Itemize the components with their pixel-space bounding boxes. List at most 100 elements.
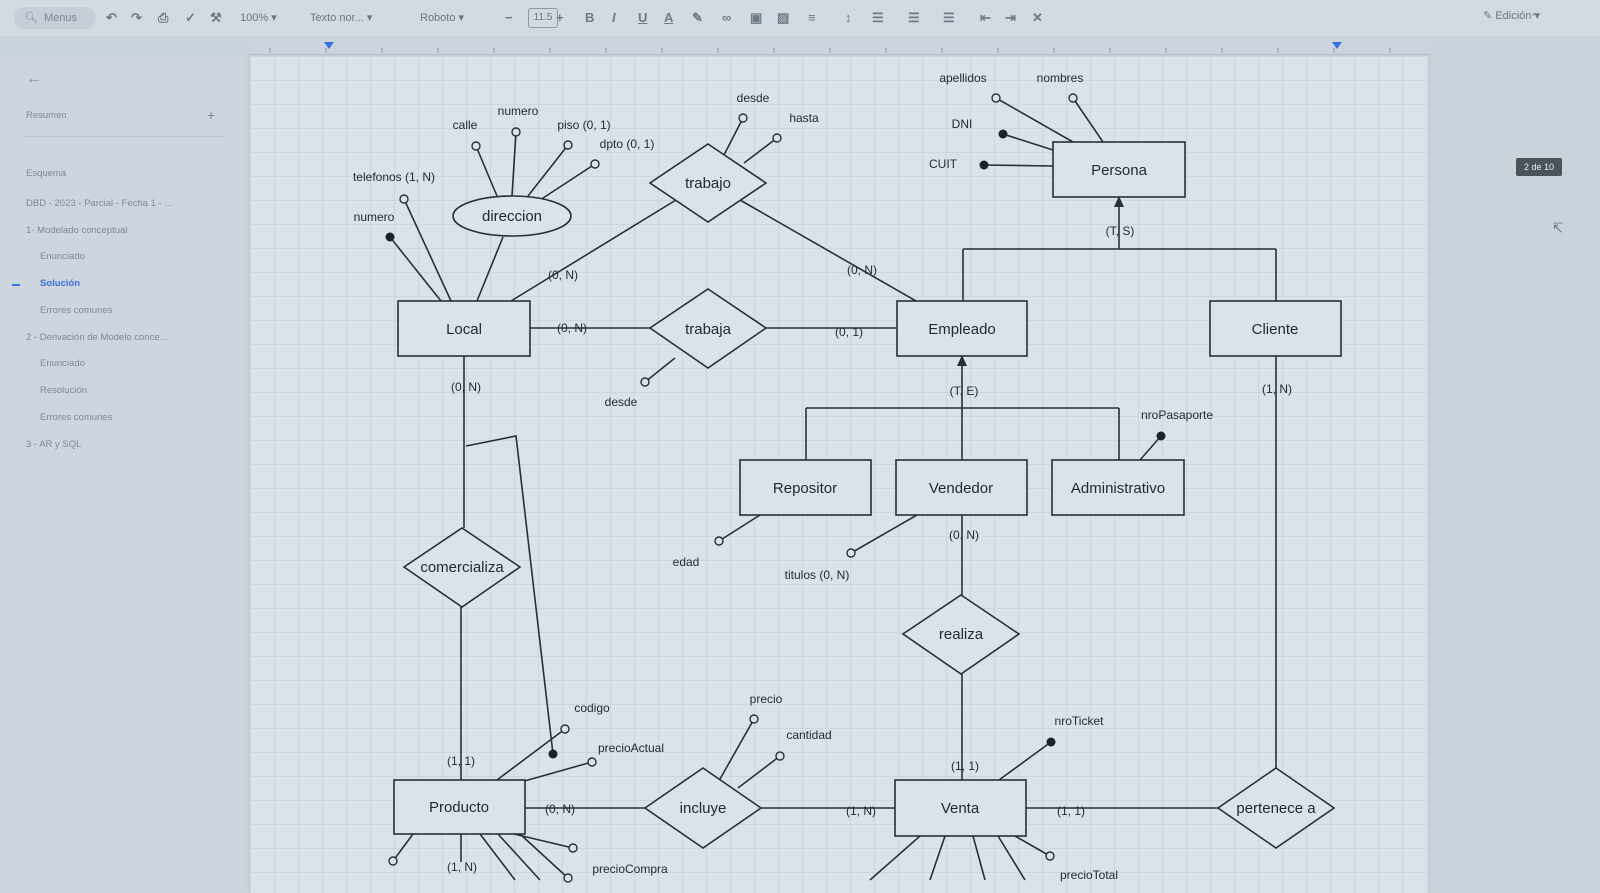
outline-item[interactable]: 2 - Derivación de Modelo conce...	[26, 332, 168, 343]
hierarchy-arrow-icon	[1114, 196, 1124, 207]
bold-icon[interactable]: B	[585, 10, 595, 25]
cardinality-label: (1, N)	[447, 860, 477, 874]
decrease-font-icon[interactable]: −	[505, 10, 513, 25]
pencil-icon: ✎	[1483, 10, 1493, 22]
highlight-icon[interactable]: ✎	[692, 10, 703, 25]
attribute-codigo: codigo	[574, 701, 610, 715]
style-value: Texto nor...	[310, 12, 364, 24]
relationship-pertenece-a: pertenece a	[1236, 800, 1316, 817]
right-indent-marker[interactable]	[1332, 42, 1342, 49]
link-icon[interactable]: ∞	[722, 10, 732, 25]
line-spacing-icon[interactable]: ↕	[845, 10, 852, 25]
numbered-list-icon[interactable]: ☰	[943, 10, 955, 25]
attribute-dpto: dpto (0, 1)	[600, 137, 655, 151]
summary-heading: Resumen	[26, 110, 67, 121]
redo-icon[interactable]: ↷	[131, 10, 142, 25]
outline-item[interactable]: Errores comunes	[40, 412, 113, 423]
increase-font-icon[interactable]: +	[556, 10, 564, 25]
align-icon[interactable]: ≡	[808, 10, 816, 25]
bullet-list-icon[interactable]: ☰	[908, 10, 920, 25]
outline-item-active[interactable]: Solución	[40, 278, 81, 289]
attribute-edad: edad	[673, 555, 700, 569]
spellcheck-icon[interactable]: ✓	[185, 10, 196, 25]
divider	[24, 136, 224, 137]
relationship-realiza: realiza	[939, 626, 984, 643]
undo-icon[interactable]: ↶	[106, 10, 117, 25]
attribute-nombres: nombres	[1037, 71, 1084, 85]
document-page[interactable]: Persona Local Empleado Cliente Repositor…	[250, 56, 1428, 893]
entity-box-cliente	[1209, 300, 1342, 357]
outline-item[interactable]: 3 - AR y SQL	[26, 439, 82, 450]
left-indent-marker[interactable]	[324, 42, 334, 49]
outline-item[interactable]: DBD - 2023 - Parcial - Fecha 1 - ...	[26, 198, 173, 209]
editing-mode-label: Edición	[1495, 10, 1532, 22]
add-summary-icon[interactable]: +	[207, 107, 216, 123]
entity-repositor: Repositor	[773, 480, 837, 497]
attribute-telefonos: telefonos (1, N)	[353, 170, 435, 184]
relationship-diamond-incluye	[643, 767, 763, 849]
toolbar: 🔍︎Menus ↶ ↷ ⎙ ✓ ⚒ 100% ▾ Texto nor... ▾ …	[0, 0, 1600, 36]
zoom-select[interactable]: 100% ▾	[240, 9, 277, 27]
relationship-incluye: incluye	[680, 800, 727, 817]
entity-local: Local	[446, 321, 482, 338]
entity-producto: Producto	[429, 799, 489, 816]
mouse-cursor-icon: ↸	[1552, 220, 1564, 236]
font-size-input[interactable]: 11.5	[528, 8, 558, 28]
entity-box-producto	[393, 779, 526, 835]
outline-item[interactable]: Errores comunes	[40, 305, 113, 316]
chevron-down-icon: ▾	[1534, 10, 1540, 22]
entity-box-local	[397, 300, 531, 357]
entity-administrativo: Administrativo	[1071, 480, 1165, 497]
cardinality-label: (1, 1)	[1057, 804, 1085, 818]
attribute-precio: precio	[750, 692, 783, 706]
entity-box-persona	[1052, 141, 1186, 198]
comment-icon[interactable]: ▣	[750, 10, 763, 25]
active-item-marker	[12, 284, 20, 286]
paint-format-icon[interactable]: ⚒	[210, 10, 222, 25]
image-icon[interactable]: ▨	[777, 10, 790, 25]
editing-mode-select[interactable]: ✎ Edición ▾	[1483, 9, 1540, 22]
underline-icon[interactable]: U	[638, 10, 648, 25]
cardinality-label: (0, N)	[557, 321, 587, 335]
entity-box-vendedor	[895, 459, 1028, 516]
clear-format-icon[interactable]: ✕	[1032, 10, 1043, 25]
relationship-comercializa: comercializa	[420, 559, 504, 576]
cardinality-label: (1, 1)	[447, 754, 475, 768]
text-color-icon[interactable]: A	[664, 10, 674, 25]
chevron-down-icon: ▾	[271, 12, 277, 24]
print-icon[interactable]: ⎙	[158, 10, 169, 25]
attribute-numero: numero	[498, 104, 539, 118]
outline-item[interactable]: Enunciado	[40, 251, 85, 262]
outline-item[interactable]: Resolución	[40, 385, 87, 396]
italic-icon[interactable]: I	[612, 10, 616, 25]
entity-box-empleado	[896, 300, 1028, 357]
entity-venta: Venta	[941, 800, 980, 817]
outline-item[interactable]: Enunciado	[40, 358, 85, 369]
checklist-icon[interactable]: ☰	[872, 10, 884, 25]
back-arrow-icon[interactable]: ←	[26, 70, 42, 87]
attribute-desde: desde	[737, 91, 770, 105]
attribute-precio-total: precioTotal	[1060, 868, 1118, 882]
entity-box-venta	[894, 779, 1027, 837]
cardinality-label: (1, 1)	[951, 759, 979, 773]
relationship-diamond-pertenece-a	[1216, 767, 1336, 849]
search-menus-button[interactable]: 🔍︎Menus	[14, 7, 96, 29]
outline-item[interactable]: 1- Modelado conceptual	[26, 225, 128, 236]
entity-cliente: Cliente	[1252, 321, 1299, 338]
relationship-diamond-realiza	[901, 594, 1021, 675]
attribute-precio-actual: precioActual	[598, 741, 664, 755]
attribute-calle: calle	[453, 118, 478, 132]
search-icon: 🔍︎	[24, 12, 38, 24]
relationship-diamond-trabajo	[648, 143, 768, 223]
attribute-titulos: titulos (0, N)	[785, 568, 850, 582]
attribute-direccion: direccion	[482, 208, 542, 225]
style-select[interactable]: Texto nor... ▾	[310, 9, 372, 27]
indent-increase-icon[interactable]: ⇥	[1005, 10, 1016, 25]
font-select[interactable]: Roboto ▾	[420, 9, 464, 27]
hierarchy-arrow-icon	[957, 355, 967, 366]
chevron-down-icon: ▾	[366, 12, 373, 24]
indent-decrease-icon[interactable]: ⇤	[980, 10, 991, 25]
attribute-nro-ticket: nroTicket	[1055, 714, 1105, 728]
collapse-toolbar-icon[interactable]: ⌃	[1530, 12, 1540, 24]
ruler[interactable]	[250, 38, 1430, 55]
